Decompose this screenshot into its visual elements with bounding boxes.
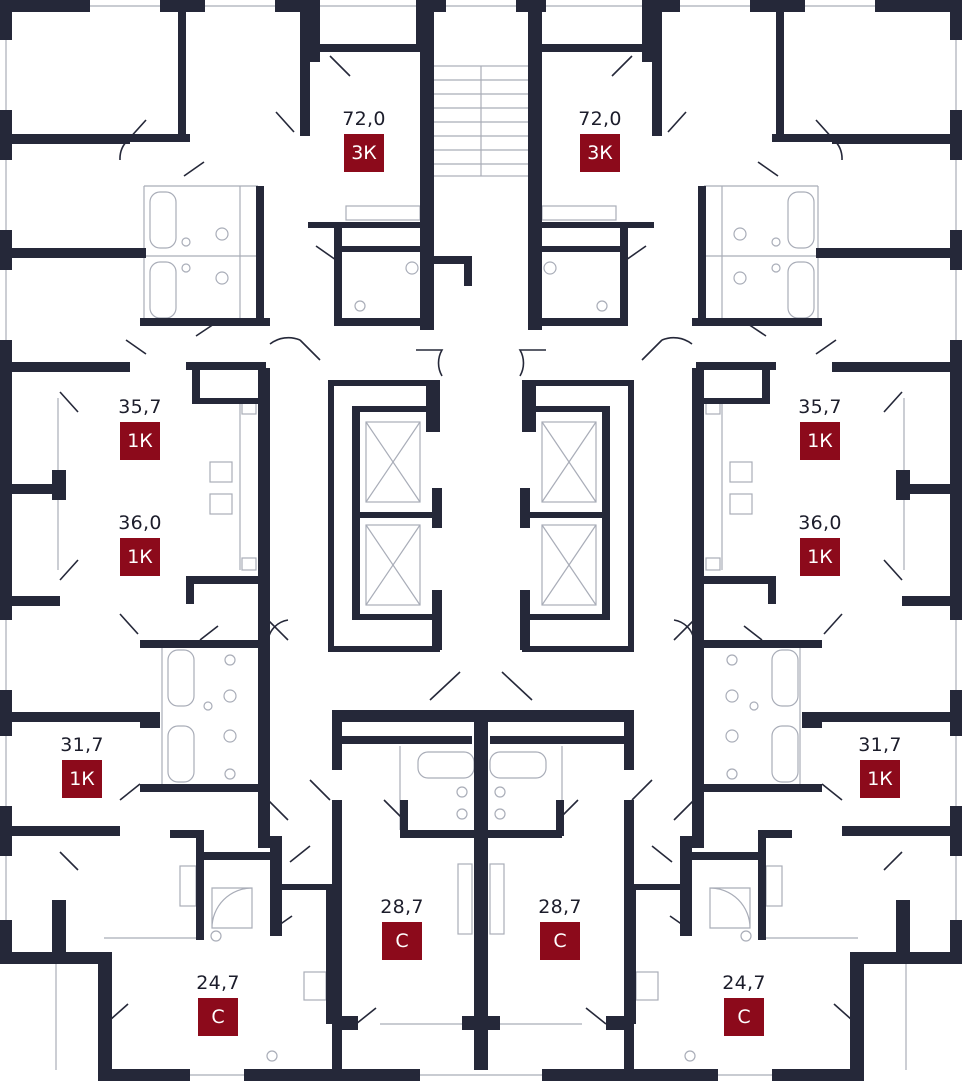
apartment-area: 24,7 [196, 972, 240, 994]
apartment-type-badge: 3К [580, 134, 620, 172]
apartment-area: 36,0 [118, 512, 162, 534]
apartment-s-center-left[interactable]: 28,7 С [342, 896, 462, 960]
apartment-1k-left-3[interactable]: 31,7 1К [22, 734, 142, 798]
staircase [432, 65, 530, 177]
apartment-type-badge: С [724, 998, 764, 1036]
apartment-1k-left-2[interactable]: 36,0 1К [80, 512, 200, 576]
apartment-1k-right-2[interactable]: 36,0 1К [760, 512, 880, 576]
apartment-area: 31,7 [858, 734, 902, 756]
apartment-type-badge: 1К [120, 422, 160, 460]
apartment-type-badge: 1К [120, 538, 160, 576]
apartment-type-badge: 1К [62, 760, 102, 798]
apartment-type-badge: 1К [860, 760, 900, 798]
apartment-type-badge: 3К [344, 134, 384, 172]
apartment-area: 72,0 [578, 108, 622, 130]
apartment-3k-left[interactable]: 72,0 3К [304, 108, 424, 172]
apartment-type-badge: С [540, 922, 580, 960]
apartment-area: 31,7 [60, 734, 104, 756]
apartment-s-right[interactable]: 24,7 С [684, 972, 804, 1036]
apartment-1k-left-1[interactable]: 35,7 1К [80, 396, 200, 460]
fixtures [5, 5, 957, 1076]
apartment-1k-right-3[interactable]: 31,7 1К [820, 734, 940, 798]
apartment-area: 28,7 [538, 896, 582, 918]
apartment-type-badge: С [198, 998, 238, 1036]
apartment-s-left[interactable]: 24,7 С [158, 972, 278, 1036]
apartment-type-badge: 1К [800, 422, 840, 460]
apartment-3k-right[interactable]: 72,0 3К [540, 108, 660, 172]
apartment-area: 28,7 [380, 896, 424, 918]
apartment-area: 35,7 [118, 396, 162, 418]
doors [59, 55, 903, 1025]
apartment-area: 35,7 [798, 396, 842, 418]
elevator-shafts [365, 421, 597, 606]
apartment-area: 36,0 [798, 512, 842, 534]
apartment-s-center-right[interactable]: 28,7 С [500, 896, 620, 960]
apartment-type-badge: 1К [800, 538, 840, 576]
apartment-1k-right-1[interactable]: 35,7 1К [760, 396, 880, 460]
apartment-area: 24,7 [722, 972, 766, 994]
apartment-area: 72,0 [342, 108, 386, 130]
apartment-type-badge: С [382, 922, 422, 960]
